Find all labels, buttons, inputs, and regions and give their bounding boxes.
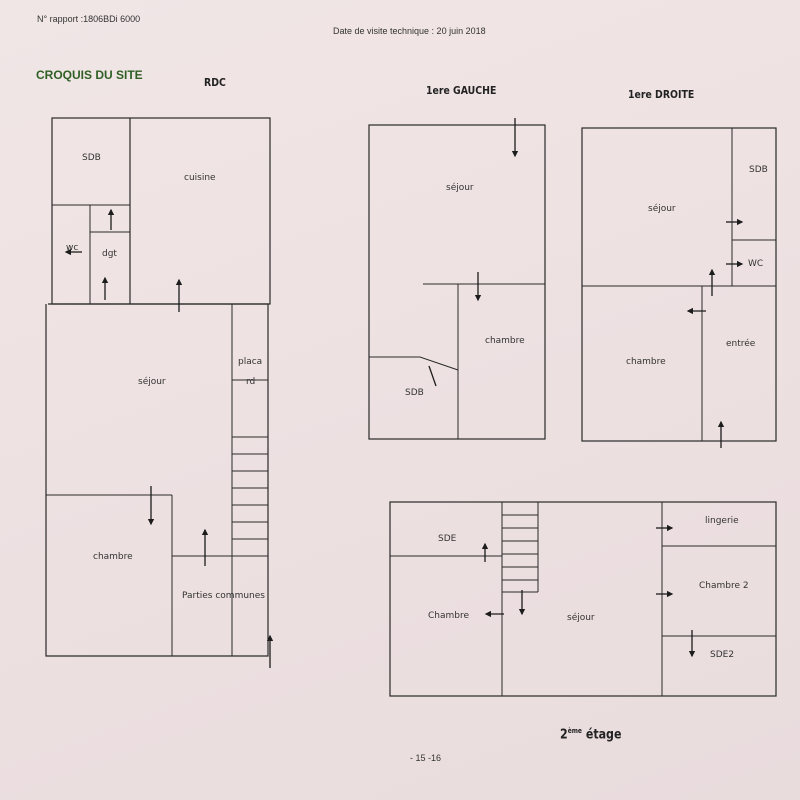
plan-label-1ere-gauche: 1ere GAUCHE [426,84,497,97]
e2-room-sde: SDE [438,534,457,544]
d1-outline [581,127,777,442]
rdc-room-sdb: SDB [82,153,101,163]
plan-2eme-etage: SDE Chambre séjour lingerie Chambre 2 SD… [389,501,777,697]
d1-room-wc: WC [748,259,763,269]
g1-room-sdb: SDB [405,388,424,398]
page-number: - 15 -16 [410,753,442,763]
rdc-room-parties-communes: Parties communes [182,591,265,601]
floor-superscript: ème [567,727,582,735]
report-number: N° rapport :1806BDi 6000 [37,14,141,24]
floor-number: 2 [560,727,568,743]
plan-rdc: SDB cuisine wc dgt séjour placa rd chamb… [45,117,274,668]
visit-date: Date de visite technique : 20 juin 2018 [333,26,486,36]
rdc-room-placard-line2: rd [246,377,255,387]
rdc-room-cuisine: cuisine [184,173,216,183]
plan-label-1ere-droite: 1ere DROITE [628,88,695,101]
e2-room-sde2: SDE2 [710,650,734,660]
e2-room-sejour: séjour [567,612,595,623]
plan-label-2eme-etage: 2ème étage [560,727,621,742]
e2-room-lingerie: lingerie [705,516,739,526]
e2-outline [389,501,777,697]
d1-room-sejour: séjour [648,203,676,214]
plan-1ere-gauche: séjour chambre SDB [368,118,546,440]
floor-suffix: étage [585,727,622,743]
e2-room-chambre2: Chambre 2 [699,581,749,591]
page-title: CROQUIS DU SITE [36,68,143,82]
d1-room-entree: entrée [726,338,756,349]
e2-staircase [502,501,539,593]
rdc-room-wc: wc [66,243,78,253]
rdc-room-placard-line1: placa [238,357,262,367]
rdc-staircase [232,436,268,540]
d1-room-sdb: SDB [749,165,768,175]
rdc-room-chambre: chambre [93,552,133,562]
rdc-lower-block [45,303,269,657]
rdc-upper-block [51,117,271,305]
g1-outline [368,124,546,440]
g1-wall-sdb [369,356,459,371]
g1-room-chambre: chambre [485,336,525,346]
rdc-room-dgt: dgt [102,249,117,259]
e2-room-chambre: Chambre [428,611,469,621]
rdc-room-sejour: séjour [138,376,166,387]
plan-label-rdc: RDC [204,76,226,89]
g1-door-sdb [428,365,437,387]
plan-1ere-droite: SDB séjour WC chambre entrée [581,127,777,448]
d1-room-chambre: chambre [626,357,666,367]
g1-room-sejour: séjour [446,182,474,193]
